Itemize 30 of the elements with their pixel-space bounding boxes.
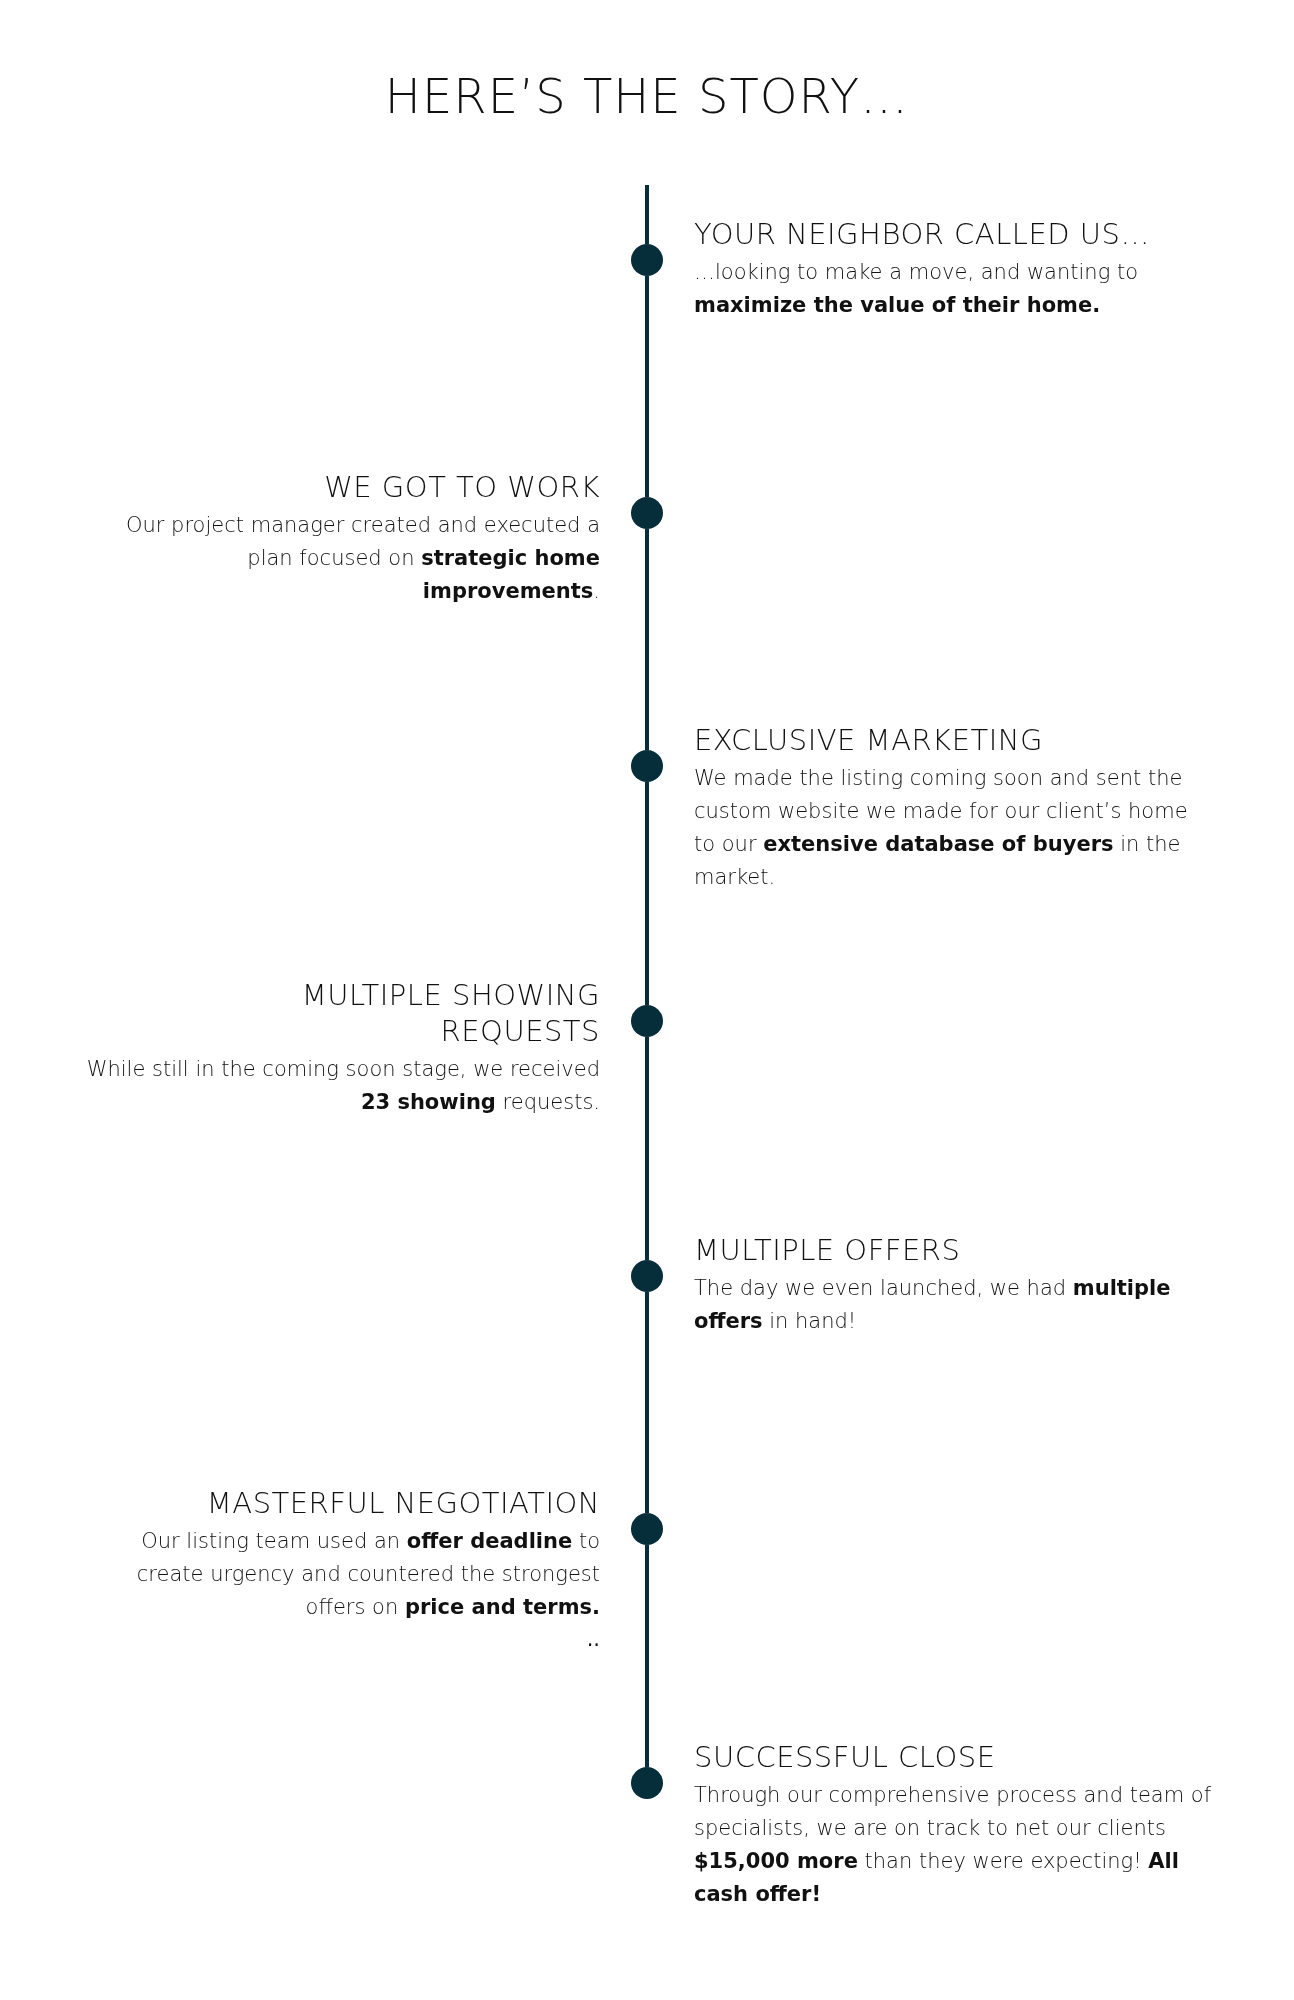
timeline-line	[645, 276, 649, 497]
step-heading: MASTERFUL NEGOTIATION	[206, 1485, 600, 1521]
timeline-line	[645, 529, 649, 750]
timeline-line	[645, 1292, 649, 1513]
timeline-line	[645, 185, 649, 244]
timeline-dot	[631, 1260, 663, 1292]
step-heading: EXCLUSIVE MARKETING	[694, 722, 1043, 758]
step-heading: MULTIPLE SHOWING REQUESTS	[300, 977, 600, 1049]
step-description: Through our comprehensive process and team of specialists, we are on track to net our clients $15,000 more than they were expecting! All cash offer!	[694, 1782, 1213, 1908]
timeline-line	[645, 782, 649, 1005]
timeline-dot	[631, 244, 663, 276]
timeline-dot	[631, 1513, 663, 1545]
note-text: ..	[586, 1626, 600, 1653]
timeline-line	[645, 1037, 649, 1260]
timeline-dot	[631, 1767, 663, 1799]
step-description: Our project manager created and executed a plan focused on strategic home improvements.	[124, 512, 600, 605]
step-heading: SUCCESSFUL CLOSE	[694, 1739, 996, 1775]
step-heading: MULTIPLE OFFERS	[694, 1232, 961, 1268]
step-description: …looking to make a move, and wanting to maximize the value of their home.	[694, 259, 1140, 319]
step-description: While still in the coming soon stage, we received 23 showing requests.	[85, 1056, 600, 1116]
step-description: We made the listing coming soon and sent the custom website we made for our client’s home to our extensive database of buyers in the market.	[694, 765, 1189, 891]
timeline-dot	[631, 497, 663, 529]
step-heading: WE GOT TO WORK	[324, 469, 600, 505]
timeline-dot	[631, 750, 663, 782]
timeline-dot	[631, 1005, 663, 1037]
timeline-line	[645, 1545, 649, 1767]
step-description: The day we even launched, we had multiple offers in hand!	[694, 1275, 1172, 1335]
title: HERE’S THE STORY…	[383, 68, 911, 124]
step-heading: YOUR NEIGHBOR CALLED US…	[694, 216, 1150, 252]
step-description: Our listing team used an offer deadline to create urgency and countered the strongest offers on price and terms.	[135, 1528, 600, 1621]
